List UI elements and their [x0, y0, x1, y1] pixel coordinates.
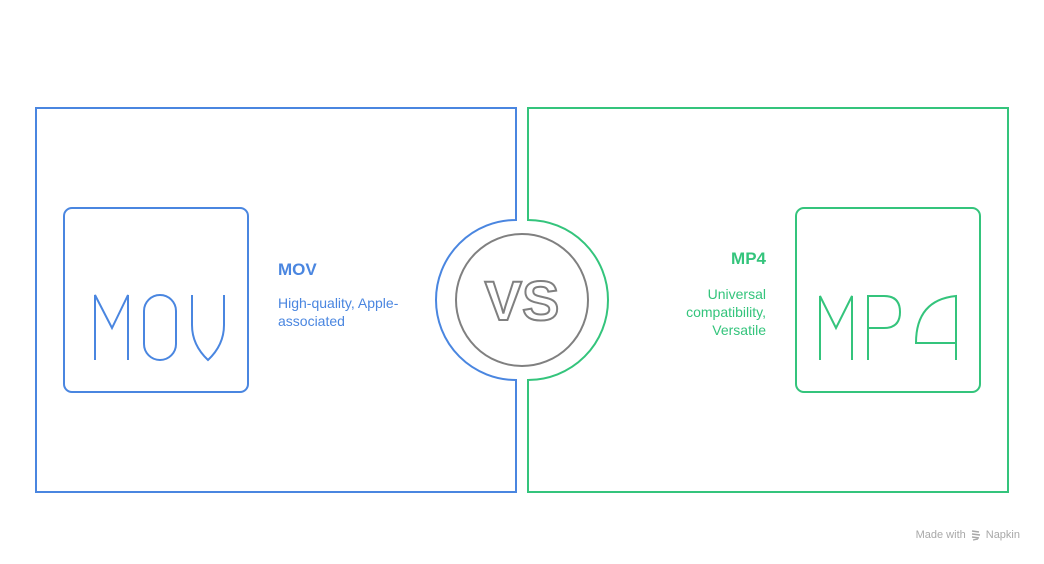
footer-prefix: Made with	[915, 529, 966, 541]
mp4-description: Universal compatibility, Versatile	[686, 286, 766, 338]
made-with-napkin-footer[interactable]: Made with Napkin	[916, 529, 1020, 541]
mov-description: High-quality, Apple-associated	[278, 295, 399, 329]
mp4-title: MP4	[731, 249, 766, 268]
left-panel-border	[35, 107, 517, 493]
mp4-icon	[819, 294, 957, 360]
napkin-logo-icon	[971, 530, 980, 541]
mov-title: MOV	[278, 260, 317, 279]
footer-brand: Napkin	[985, 529, 1020, 541]
mov-icon	[94, 294, 225, 362]
vs-label: VS	[485, 269, 560, 332]
vs-circle	[455, 233, 589, 367]
mp4-icon-box	[795, 207, 981, 393]
mov-icon-box	[63, 207, 249, 393]
right-panel-border	[527, 107, 1009, 493]
